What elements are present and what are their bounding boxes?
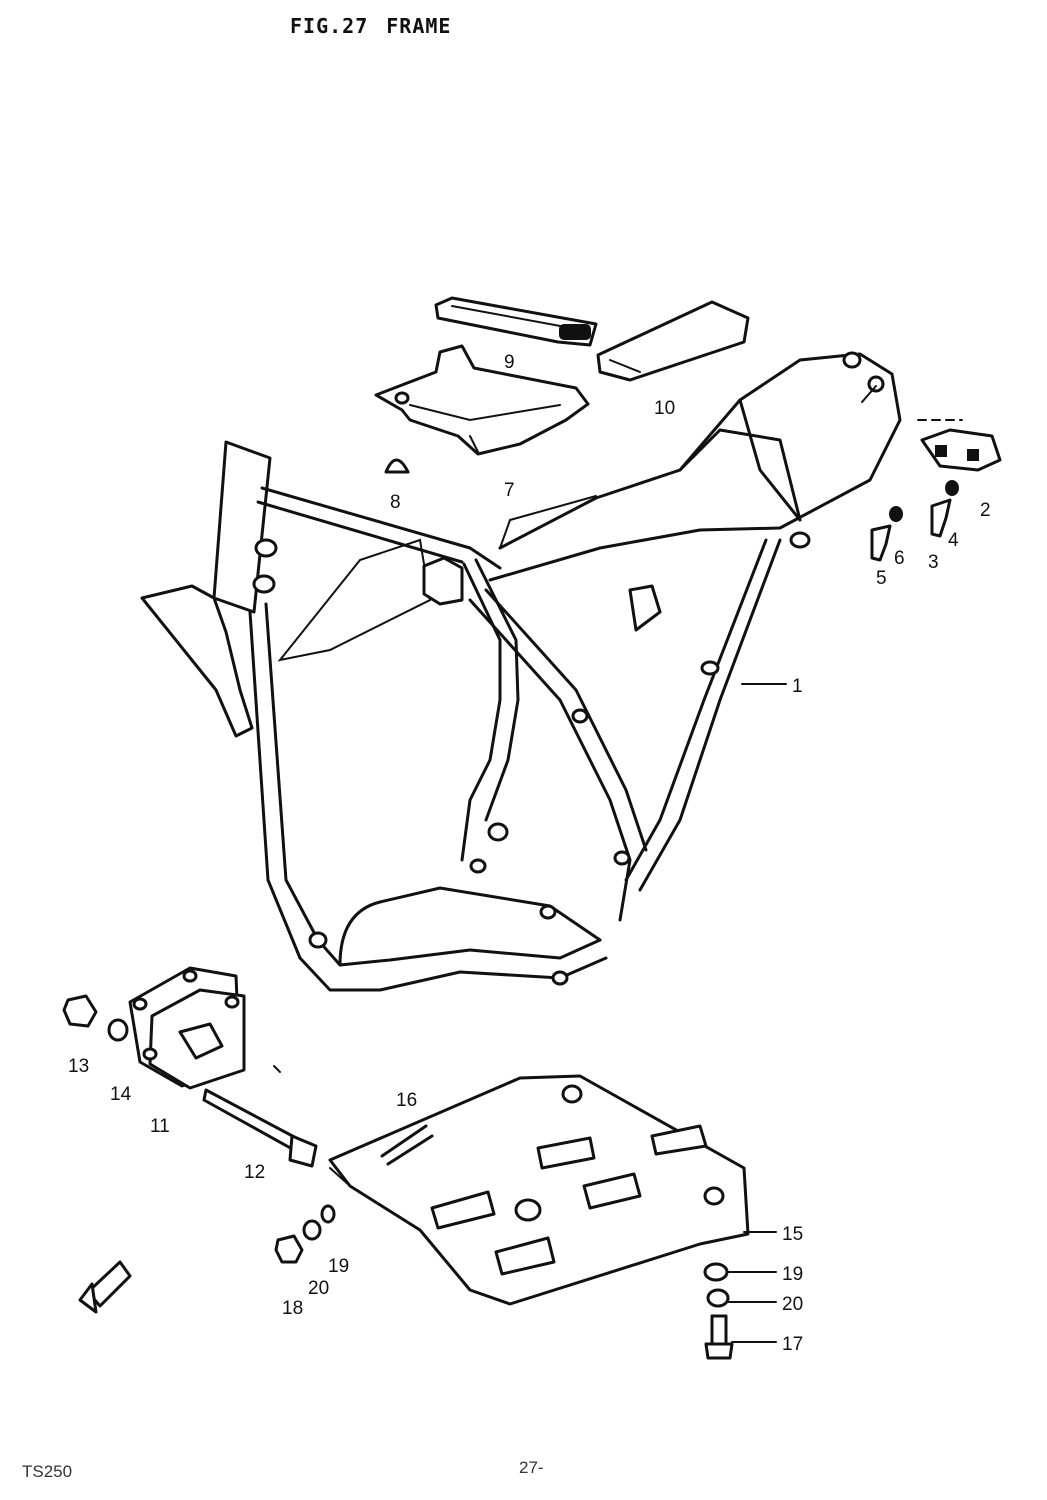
callout-2: 2 — [980, 500, 991, 521]
part-8-cap — [384, 458, 410, 474]
part-4-washer — [945, 480, 959, 496]
part-17-bolt — [704, 1314, 734, 1360]
callout-19-left: 19 — [328, 1256, 349, 1277]
callout-5: 5 — [876, 568, 887, 589]
callout-18: 18 — [282, 1298, 303, 1319]
callout-9: 9 — [504, 352, 515, 373]
figure-heading: FIG.27 FRAME — [290, 14, 469, 38]
part-10-pad — [596, 300, 750, 382]
callout-13: 13 — [68, 1056, 89, 1077]
callout-10: 10 — [654, 398, 675, 419]
part-9-strap — [434, 296, 598, 347]
front-arrow-icon — [78, 1260, 132, 1314]
part-16-clip — [380, 1124, 434, 1166]
part-6-washer — [889, 506, 903, 522]
callout-20-left: 20 — [308, 1278, 329, 1299]
part-13-nut — [62, 994, 98, 1028]
callout-11: 11 — [150, 1116, 170, 1137]
callout-19-right: 19 — [782, 1264, 803, 1285]
part-2-bracket — [920, 428, 1002, 472]
callout-4: 4 — [948, 530, 959, 551]
callout-3: 3 — [928, 552, 939, 573]
callout-7: 7 — [504, 480, 515, 501]
part-5-bolt — [870, 524, 892, 562]
mark — [273, 1065, 281, 1073]
part-12-bolt — [202, 1088, 318, 1168]
part-7-tray — [374, 344, 590, 456]
part-11-mount-plate — [128, 966, 246, 1090]
callout-1: 1 — [792, 676, 803, 697]
callout-15: 15 — [782, 1224, 803, 1245]
part-3-bolt — [930, 498, 952, 538]
leader-2 — [861, 385, 877, 403]
callout-14: 14 — [110, 1084, 132, 1105]
part-15-skid-plate — [328, 1074, 750, 1306]
figure-number: FIG.27 — [290, 14, 369, 38]
callout-12: 12 — [244, 1162, 265, 1183]
callout-6: 6 — [894, 548, 905, 569]
page-number: 27- — [519, 1458, 544, 1477]
callout-17: 17 — [782, 1334, 803, 1355]
leader-lines — [727, 683, 787, 1343]
part-18-nut — [274, 1234, 304, 1264]
figure-title: FRAME — [386, 14, 452, 38]
callout-16: 16 — [396, 1090, 417, 1111]
callout-8: 8 — [390, 492, 401, 513]
callout-labels: 1 2 3 4 5 6 7 8 9 10 11 12 13 14 15 16 1… — [68, 352, 991, 1355]
part-14-washer — [107, 1018, 129, 1042]
part-1-main-frame — [140, 351, 902, 992]
part-20-lockwasher — [302, 1219, 730, 1308]
model-code: TS250 — [22, 1462, 73, 1481]
callout-20-right: 20 — [782, 1294, 803, 1315]
